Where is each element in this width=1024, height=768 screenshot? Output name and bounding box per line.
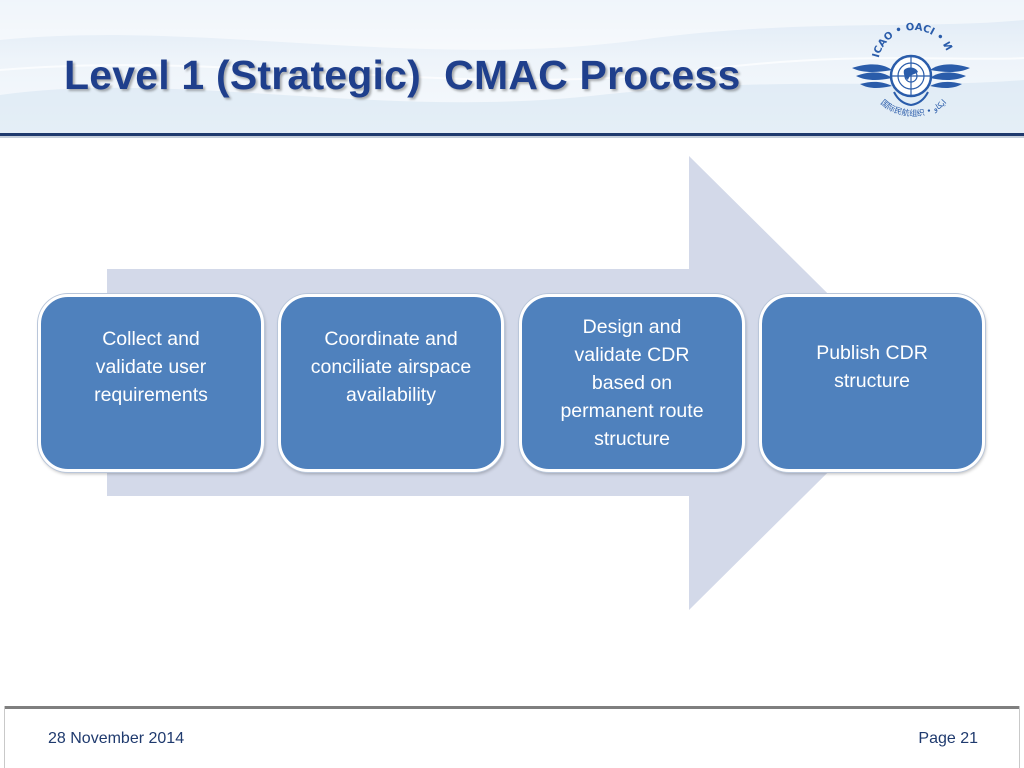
process-diagram: Collect and validate user requirements C… — [0, 138, 1024, 698]
process-step-label: Coordinate and conciliate airspace avail… — [310, 328, 472, 406]
footer-page-number: Page 21 — [918, 730, 978, 747]
header-divider — [0, 133, 1024, 138]
process-step-label: Collect and validate user requirements — [94, 328, 208, 406]
svg-text:国际民航组织 • ايكاو: 国际民航组织 • ايكاو — [879, 98, 948, 118]
logo-text-top: ICAO • OACI • ИКАО — [848, 20, 954, 59]
footer-date: 28 November 2014 — [48, 730, 185, 747]
logo-text-bottom: 国际民航组织 • ايكاو — [879, 98, 948, 118]
footer-edge-left — [4, 706, 5, 768]
footer-divider — [4, 706, 1020, 709]
footer-edge-right — [1019, 706, 1020, 768]
slide-title: Level 1 (Strategic) CMAC Process — [64, 52, 741, 98]
header-band: Level 1 (Strategic) CMAC Process ICAO • … — [0, 0, 1024, 134]
icao-emblem-icon: ICAO • OACI • ИКАО 国际民航组织 • ايكاو — [848, 20, 970, 118]
process-step-collect: Collect and validate user requirements — [38, 294, 264, 472]
process-step-design: Design and validate CDR based on permane… — [519, 294, 745, 472]
header-wave-decoration — [0, 0, 1024, 134]
svg-text:ICAO • OACI • ИКАО: ICAO • OACI • ИКАО — [848, 20, 954, 59]
process-step-label: Publish CDR structure — [816, 342, 928, 392]
process-arrow-shape — [107, 156, 918, 610]
process-step-label: Design and validate CDR based on permane… — [560, 316, 704, 450]
process-step-coordinate: Coordinate and conciliate airspace avail… — [278, 294, 504, 472]
process-step-publish: Publish CDR structure — [759, 294, 985, 472]
